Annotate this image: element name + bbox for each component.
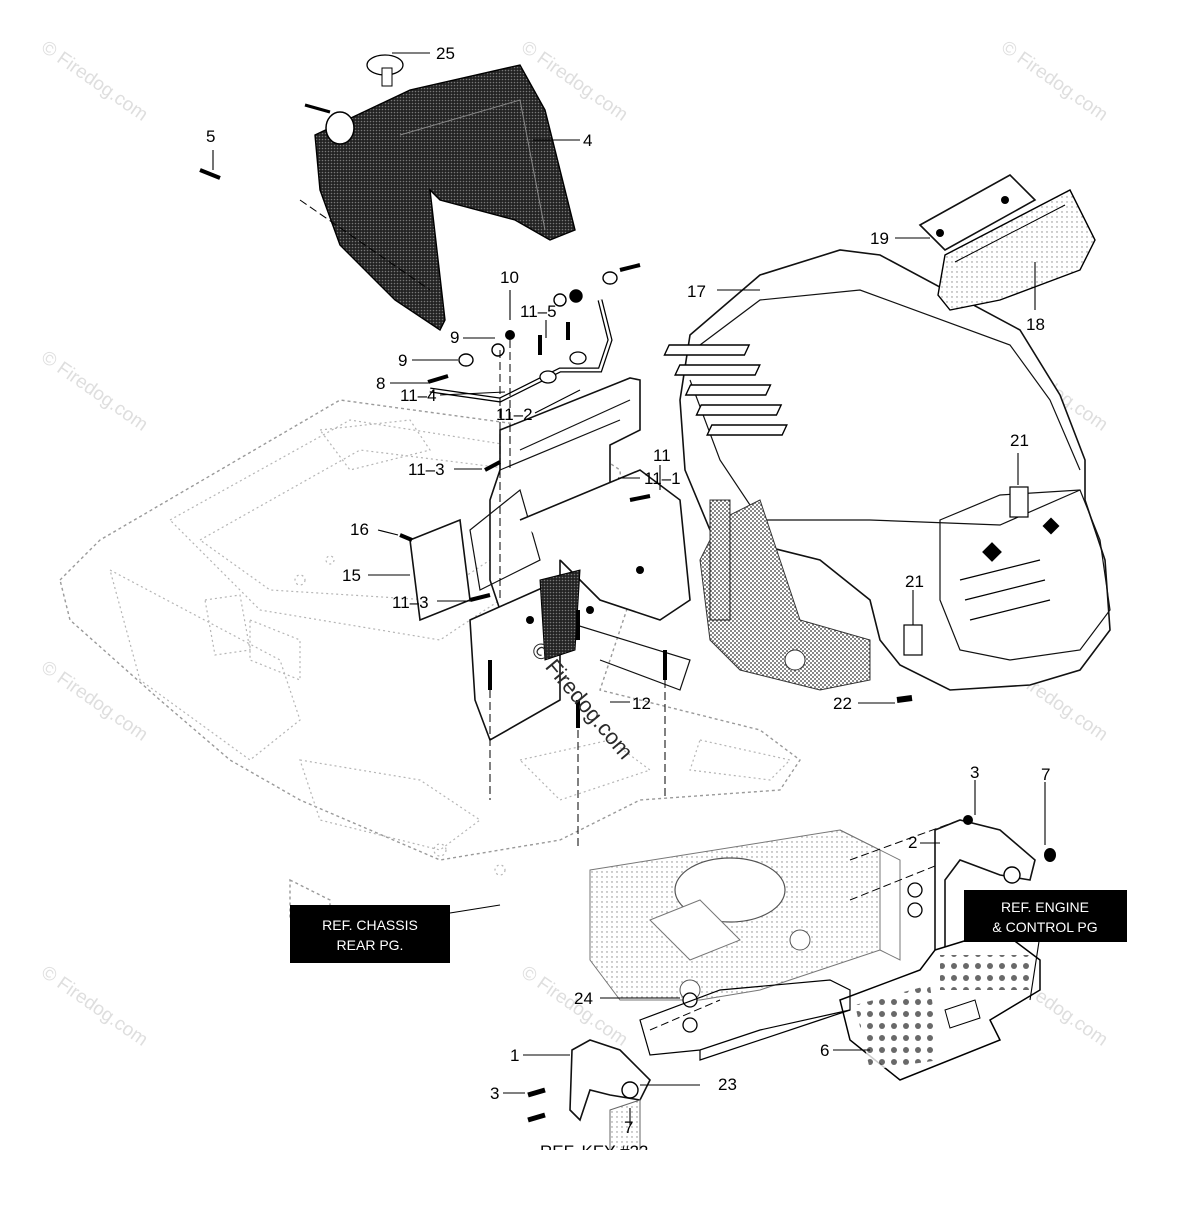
callout-label: 25 bbox=[436, 44, 455, 63]
callout-label: 5 bbox=[206, 127, 215, 146]
callout-label: 11–4 bbox=[400, 386, 437, 405]
callout-label: 23 bbox=[718, 1075, 737, 1094]
ref-engine-line1: REF. ENGINE bbox=[1001, 899, 1089, 915]
callout-label: 11–1 bbox=[644, 469, 681, 488]
callout-label: 9 bbox=[450, 328, 459, 347]
watermark: © Firedog.com bbox=[37, 657, 151, 746]
callout-label: 7 bbox=[1041, 765, 1050, 784]
callout-label: 18 bbox=[1026, 315, 1045, 334]
dash-panel-part bbox=[199, 54, 576, 332]
callout-label: 8 bbox=[376, 374, 385, 393]
callout-label: 2 bbox=[908, 833, 917, 852]
callout-label: 21 bbox=[1010, 431, 1029, 450]
callout-label: 19 bbox=[870, 229, 889, 248]
footrest-part bbox=[839, 929, 1041, 1081]
dash-bracket-assembly bbox=[409, 377, 691, 742]
callout-label: 7 bbox=[624, 1118, 633, 1137]
fasteners bbox=[399, 263, 913, 728]
callout-label: 21 bbox=[905, 572, 924, 591]
clip-part bbox=[918, 174, 1037, 251]
callout-label: 3 bbox=[970, 763, 979, 782]
callout-label: 6 bbox=[820, 1041, 829, 1060]
callout-label: 16 bbox=[350, 520, 369, 539]
ref-key-cutoff bbox=[520, 1150, 700, 1200]
ref-chassis-line1: REF. CHASSIS bbox=[322, 917, 418, 933]
ref-chassis-box: REF. CHASSIS REAR PG. bbox=[290, 905, 450, 963]
ref-engine-line2: & CONTROL PG bbox=[992, 919, 1097, 935]
washers bbox=[682, 882, 923, 1033]
leader-lines bbox=[212, 52, 1046, 1125]
engine-ghost bbox=[699, 499, 871, 691]
callout-labels: 25 4 5 10 9 9 8 11–5 11–4 11–2 11–3 11 1… bbox=[206, 44, 1050, 1137]
rear-mount-bracket bbox=[639, 979, 851, 1061]
callout-label: 11–2 bbox=[496, 405, 533, 424]
callout-label: 1 bbox=[510, 1046, 519, 1065]
callout-label: 17 bbox=[687, 282, 706, 301]
callout-label: 22 bbox=[833, 694, 852, 713]
ref-chassis-line2: REAR PG. bbox=[337, 937, 404, 953]
lens-part bbox=[937, 189, 1096, 311]
watermark: © Firedog.com bbox=[37, 37, 151, 126]
callout-label: 15 bbox=[342, 566, 361, 585]
callout-label: 11–3 bbox=[408, 460, 445, 479]
callout-label: 11–3 bbox=[392, 593, 429, 612]
ref-engine-box: REF. ENGINE & CONTROL PG bbox=[964, 890, 1127, 942]
callout-label: 11–5 bbox=[520, 302, 557, 321]
callout-label: 4 bbox=[583, 131, 592, 150]
watermark: © Firedog.com bbox=[37, 962, 151, 1051]
watermark: © Firedog.com bbox=[37, 347, 151, 436]
watermark: © Firedog.com bbox=[997, 37, 1111, 126]
bracket-left-part bbox=[527, 1039, 651, 1161]
callout-label: 24 bbox=[574, 989, 593, 1008]
callout-label: 9 bbox=[398, 351, 407, 370]
callout-label: 11 bbox=[653, 446, 671, 465]
rear-chassis-section bbox=[589, 829, 901, 1001]
callout-label: 3 bbox=[490, 1084, 499, 1103]
support-rod-part bbox=[429, 299, 613, 403]
callout-label: 12 bbox=[632, 694, 651, 713]
bracket-right-part bbox=[934, 815, 1056, 957]
callout-label: 10 bbox=[500, 268, 519, 287]
